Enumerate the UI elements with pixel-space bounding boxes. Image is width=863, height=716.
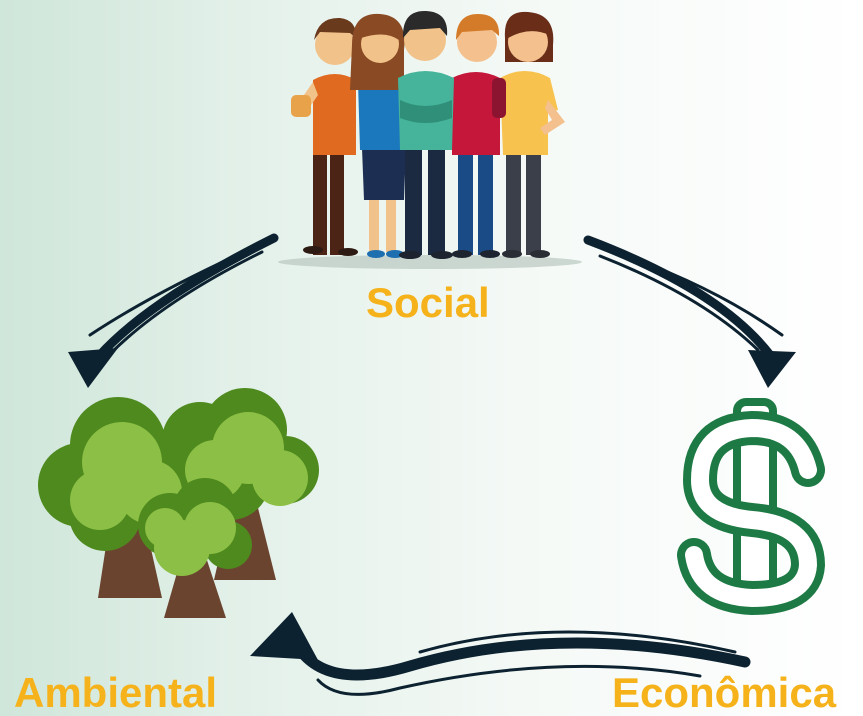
tree-front (138, 478, 252, 618)
person-blue (350, 13, 406, 258)
person-red (452, 14, 506, 258)
label-social: Social (366, 279, 490, 326)
group-of-people-icon (278, 10, 582, 269)
person-teal (398, 10, 454, 259)
arrow-economica-to-ambiental (250, 612, 751, 696)
forest-trees-icon (38, 388, 319, 618)
label-economica: Econômica (612, 669, 837, 716)
dollar-sign-icon (677, 398, 825, 615)
person-yellow (500, 11, 565, 258)
arrow-social-to-ambiental (68, 233, 279, 388)
arrow-social-to-economica (583, 235, 796, 388)
label-ambiental: Ambiental (14, 669, 218, 716)
tree-right (162, 388, 319, 520)
person-orange (291, 17, 358, 256)
tree-left (38, 397, 200, 551)
arrows (68, 233, 796, 696)
